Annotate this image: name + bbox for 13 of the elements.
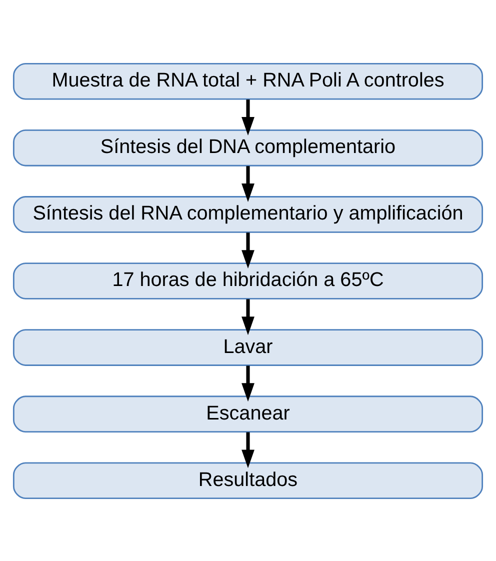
arrow bbox=[242, 432, 254, 468]
node-box: Lavar bbox=[12, 328, 484, 366]
node-box: 17 horas de hibridación a 65ºC bbox=[12, 262, 484, 299]
node-box: Síntesis del RNA complementario y amplificación bbox=[12, 196, 484, 232]
arrow bbox=[242, 298, 254, 335]
node-box: Resultados bbox=[12, 462, 484, 499]
node-box: Síntesis del DNA complementario bbox=[12, 129, 484, 166]
arrow bbox=[242, 365, 254, 402]
node-box: Escanear bbox=[12, 395, 484, 432]
arrow bbox=[242, 232, 254, 268]
arrow bbox=[242, 99, 254, 135]
arrow bbox=[242, 166, 254, 202]
node-box: Muestra de RNA total + RNA Poli A controles bbox=[12, 62, 484, 100]
